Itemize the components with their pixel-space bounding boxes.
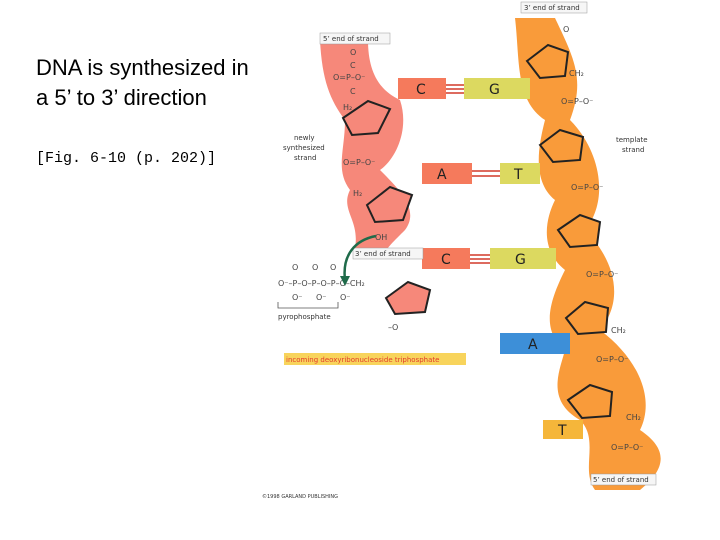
- pair3-right-base: G: [515, 252, 526, 268]
- newly-synthesized-label-3: strand: [294, 154, 316, 162]
- chem-tpl-ch2-3: CH₂: [626, 413, 641, 422]
- chem-new-oh: OH: [375, 233, 387, 242]
- pyrophosphate-bracket: [277, 302, 339, 309]
- chem-new-h2-1: H₂: [343, 103, 352, 112]
- template-5-end-label: 5’ end of strand: [593, 476, 649, 484]
- pair2-left-base: A: [437, 167, 447, 183]
- pair2-right-box: [500, 163, 540, 184]
- chem-tpl-phos-2: O=P–O⁻: [571, 183, 603, 192]
- chem-new-h2-2: H₂: [353, 189, 362, 198]
- template-3-end-label: 3’ end of strand: [524, 4, 580, 12]
- chem-ppp-o-top-3: O: [330, 263, 336, 272]
- slide-title: DNA is synthesized in a 5’ to 3’ directi…: [36, 55, 249, 110]
- template-sugar-ring-1: [525, 43, 570, 80]
- template-strand-label-1: template: [616, 136, 648, 144]
- pair2-right-base: T: [513, 167, 523, 183]
- chem-ppp-ominus-2: O⁻: [316, 293, 327, 302]
- template-sugar-ring-3: [556, 213, 602, 249]
- chem-tpl-o-1: O: [563, 25, 569, 34]
- newly-synthesized-label-1: newly: [294, 134, 315, 142]
- chem-new-c-2: C: [350, 87, 356, 96]
- chem-ppp-ominus-3: O⁻: [340, 293, 351, 302]
- newly-synthesized-label-2: synthesized: [283, 144, 325, 152]
- template-a-box: [500, 333, 570, 354]
- template-t-base: T: [557, 423, 567, 439]
- pair1-right-base: G: [489, 82, 500, 98]
- attack-arrowhead: [340, 276, 350, 286]
- chem-new-phos-2: O=P–O⁻: [343, 158, 375, 167]
- chem-new-phos-1: O=P–O⁻: [333, 73, 365, 82]
- pyrophosphate-label: pyrophosphate: [278, 313, 331, 321]
- figure-reference: [Fig. 6-10 (p. 202)]: [36, 150, 217, 167]
- pair1-left-base: C: [416, 82, 426, 98]
- new-sugar-ring-1: [341, 99, 392, 137]
- chem-tpl-phos-3: O=P–O⁻: [586, 270, 618, 279]
- chem-ppp-row: O⁻–P–O–P–O–P–O–CH₂: [278, 279, 365, 288]
- chem-tpl-ch2-1: CH₂: [569, 69, 584, 78]
- template-strand-label-2: strand: [622, 146, 644, 154]
- pair3-left-base: C: [441, 252, 451, 268]
- chem-ppp-ominus: O⁻: [292, 293, 303, 302]
- pair1-left-box: [398, 78, 446, 99]
- chem-ppp-o-top: O: [292, 263, 298, 272]
- chem-tpl-ch2-2: CH₂: [611, 326, 626, 335]
- new-sugar-ring-2: [365, 185, 414, 224]
- chem-tpl-phos-5: O=P–O⁻: [611, 443, 643, 452]
- pair1-right-box: [464, 78, 530, 99]
- copyright-label: ©1998 GARLAND PUBLISHING: [262, 493, 338, 500]
- template-sugar-ring-5: [566, 383, 614, 420]
- chem-incoming-minus-o: –O: [388, 323, 398, 332]
- chem-new-o-1: O: [350, 48, 356, 57]
- pair3-right-box: [490, 248, 556, 269]
- template-sugar-ring-4: [564, 300, 610, 336]
- pair3-left-box: [422, 248, 470, 269]
- incoming-sugar-ring: [384, 280, 432, 316]
- incoming-label: incoming deoxyribonucleoside triphosphat…: [286, 356, 439, 364]
- new-strand-5-end-label: 5’ end of strand: [323, 35, 379, 43]
- attack-arrow: [343, 234, 377, 281]
- chem-new-c-1: C: [350, 61, 356, 70]
- chem-ppp-o-top-2: O: [312, 263, 318, 272]
- pair2-left-box: [422, 163, 472, 184]
- template-a-base: A: [528, 337, 538, 353]
- incoming-banner: [284, 353, 466, 365]
- chem-tpl-phos-1: O=P–O⁻: [561, 97, 593, 106]
- template-sugar-ring-2: [538, 128, 585, 164]
- chem-tpl-phos-4: O=P–O⁻: [596, 355, 628, 364]
- new-strand-3-end-label: 3’ end of strand: [355, 250, 411, 258]
- template-t-box: [543, 420, 583, 439]
